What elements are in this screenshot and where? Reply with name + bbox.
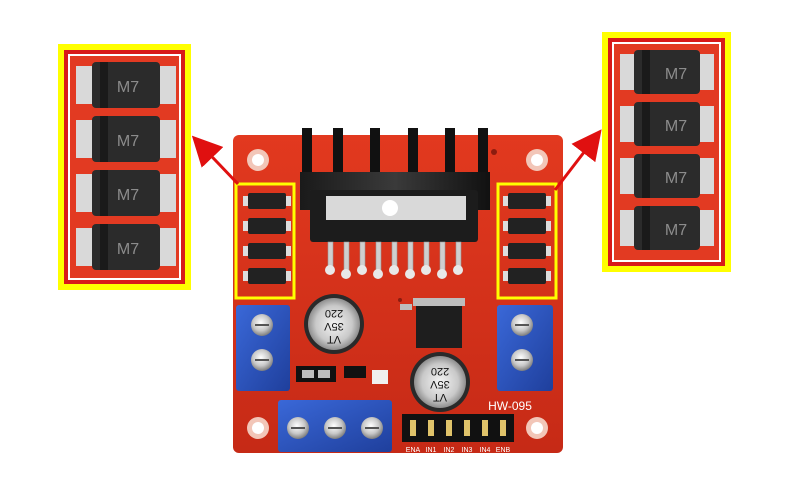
screw (361, 417, 383, 439)
pin-label-in3: IN3 (462, 447, 473, 454)
callout-right: M7 M7 M7 M7 (602, 32, 731, 272)
diode-marking: M7 (665, 66, 687, 83)
screw (287, 417, 309, 439)
terminal-block-bottom (278, 400, 392, 452)
diode-marking: M7 (117, 241, 139, 258)
diode-marking: M7 (117, 187, 139, 204)
zoomed-diode: M7 (76, 170, 176, 216)
zoomed-diode: M7 (76, 116, 176, 162)
screw (251, 349, 273, 371)
zoomed-diode: M7 (620, 102, 714, 146)
diode (503, 243, 551, 259)
diode (503, 218, 551, 234)
zoomed-diode: M7 (620, 154, 714, 198)
pin-label-enb: ENB (496, 447, 511, 454)
diode-group-right (496, 182, 558, 300)
diode (503, 268, 551, 284)
terminal-block-left (236, 305, 290, 391)
mounting-hole (247, 149, 269, 171)
capacitor-voltage-label: 35V (430, 378, 450, 390)
callout-arrow-left (191, 135, 240, 186)
diode-marking: M7 (665, 222, 687, 239)
diode-marking: M7 (665, 118, 687, 135)
diode (243, 268, 291, 284)
capacitor-series-label: VT (433, 391, 447, 403)
diode (243, 193, 291, 209)
pin-label-in2: IN2 (444, 447, 455, 454)
pin-header: ENA IN1 IN2 IN3 IN4 ENB (402, 414, 514, 454)
screw (511, 314, 533, 336)
screw (324, 417, 346, 439)
diode-marking: M7 (117, 133, 139, 150)
zoomed-diode: M7 (620, 50, 714, 94)
mounting-hole (526, 149, 548, 171)
mounting-hole (247, 417, 269, 439)
capacitor-voltage-label: 35V (324, 320, 344, 332)
terminal-block-right (497, 305, 553, 391)
mounting-hole (526, 417, 548, 439)
pin-label-in1: IN1 (426, 447, 437, 454)
capacitor-left: VT 35V 220 (304, 294, 364, 354)
diode-marking: M7 (117, 79, 139, 96)
capacitor-right: VT 35V 220 (410, 352, 470, 412)
diode-marking: M7 (665, 170, 687, 187)
zoomed-diode: M7 (76, 62, 176, 108)
diode (243, 218, 291, 234)
screw (511, 349, 533, 371)
capacitor-value-label: 220 (431, 365, 449, 377)
diode (243, 243, 291, 259)
capacitor-value-label: 220 (325, 307, 343, 319)
zoomed-diode: M7 (620, 206, 714, 250)
capacitor-series-label: VT (327, 333, 341, 345)
diode (503, 193, 551, 209)
callout-left: M7 M7 M7 M7 (58, 44, 191, 290)
pin-label-ena: ENA (406, 447, 421, 454)
board-model-label: HW-095 (488, 399, 532, 413)
diode-group-left (234, 182, 296, 300)
voltage-regulator (400, 298, 465, 348)
l298-driver-chip (310, 190, 478, 279)
screw (251, 314, 273, 336)
callout-arrow-right (553, 129, 602, 191)
smd-resistor (344, 366, 388, 384)
pin-label-in4: IN4 (480, 447, 491, 454)
zoomed-diode: M7 (76, 224, 176, 270)
jumper (296, 366, 336, 382)
